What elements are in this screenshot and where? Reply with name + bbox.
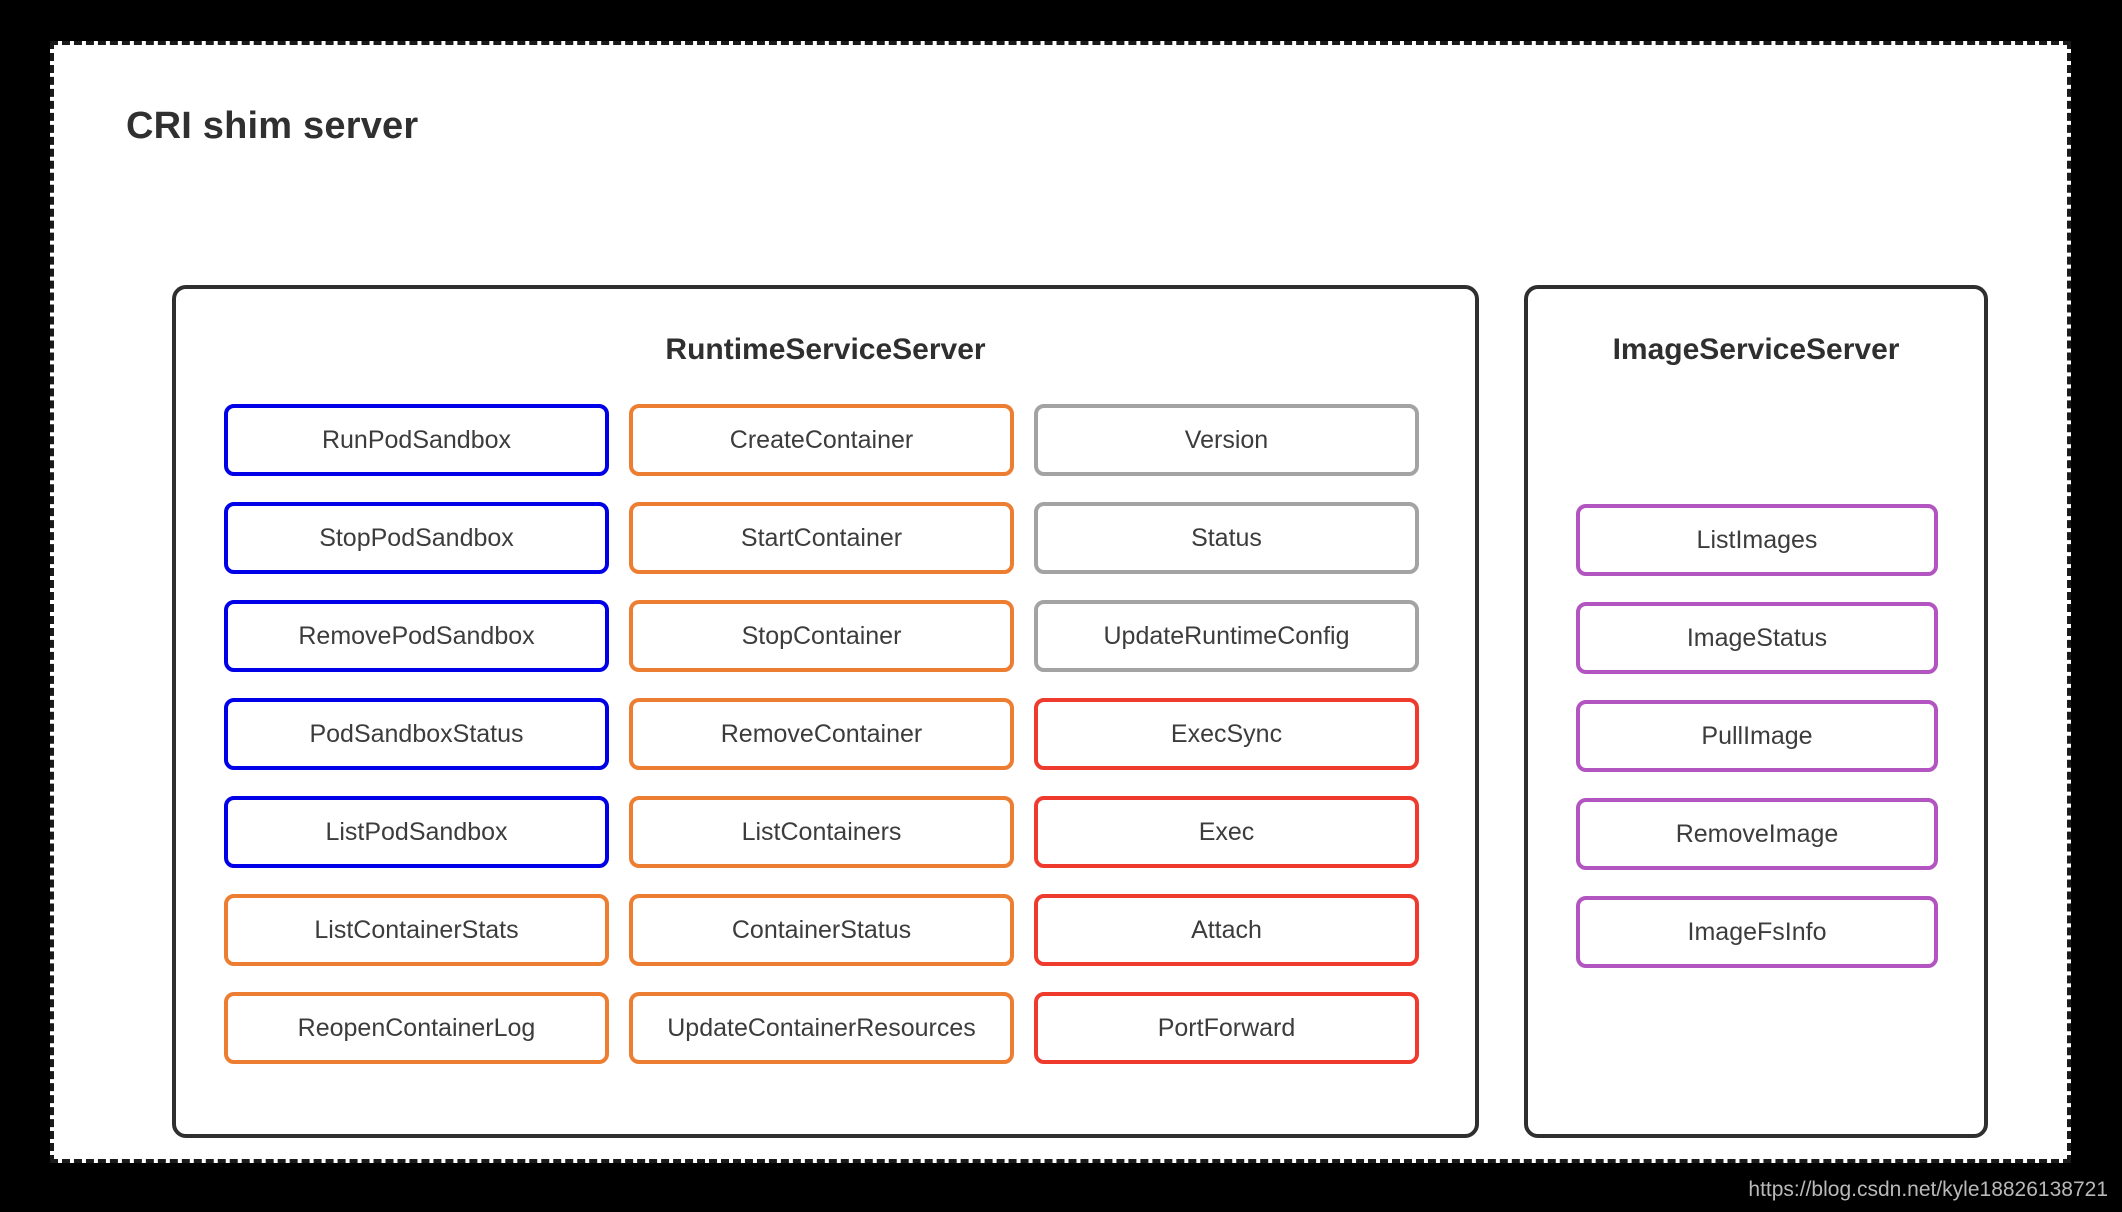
page-title: CRI shim server (126, 105, 419, 147)
node-box[interactable]: ImageFsInfo (1576, 896, 1938, 968)
node-box[interactable]: ListContainers (629, 796, 1014, 868)
node-box[interactable]: RunPodSandbox (224, 404, 609, 476)
node-box[interactable]: ExecSync (1034, 698, 1419, 770)
node-box[interactable]: ListContainerStats (224, 894, 609, 966)
node-box[interactable]: RemoveImage (1576, 798, 1938, 870)
node-box[interactable]: PullImage (1576, 700, 1938, 772)
node-box[interactable]: Status (1034, 502, 1419, 574)
node-box[interactable]: PortForward (1034, 992, 1419, 1064)
node-box[interactable]: ListPodSandbox (224, 796, 609, 868)
node-box[interactable]: StopContainer (629, 600, 1014, 672)
node-box[interactable]: UpdateRuntimeConfig (1034, 600, 1419, 672)
node-box[interactable]: StartContainer (629, 502, 1014, 574)
node-box[interactable]: PodSandboxStatus (224, 698, 609, 770)
node-box[interactable]: Attach (1034, 894, 1419, 966)
panel-title-runtime-service-server: RuntimeServiceServer (665, 333, 986, 366)
node-box[interactable]: ImageStatus (1576, 602, 1938, 674)
node-box[interactable]: Version (1034, 404, 1419, 476)
watermark-url: https://blog.csdn.net/kyle18826138721 (1748, 1178, 2108, 1201)
node-box[interactable]: RemovePodSandbox (224, 600, 609, 672)
node-box[interactable]: CreateContainer (629, 404, 1014, 476)
node-box[interactable]: ReopenContainerLog (224, 992, 609, 1064)
panel-title-image-service-server: ImageServiceServer (1612, 333, 1900, 366)
node-box[interactable]: StopPodSandbox (224, 502, 609, 574)
node-box[interactable]: ContainerStatus (629, 894, 1014, 966)
node-box[interactable]: RemoveContainer (629, 698, 1014, 770)
node-box[interactable]: ListImages (1576, 504, 1938, 576)
diagram-card: CRI shim server RuntimeServiceServer Run… (50, 41, 2071, 1163)
node-box[interactable]: UpdateContainerResources (629, 992, 1014, 1064)
node-box[interactable]: Exec (1034, 796, 1419, 868)
